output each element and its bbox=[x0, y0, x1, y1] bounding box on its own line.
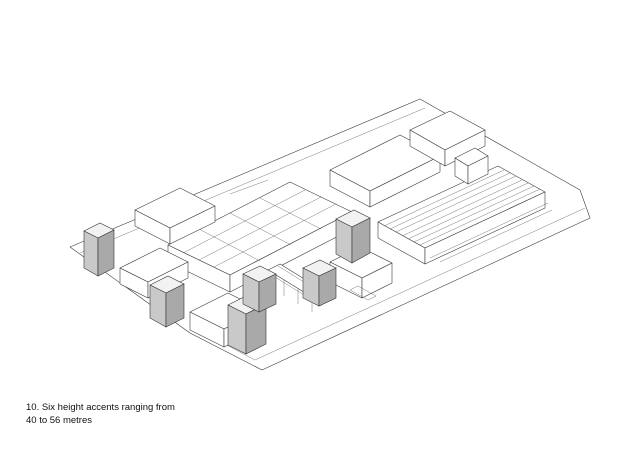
building-cluster-north bbox=[329, 110, 489, 208]
figure-caption: 10. Six height accents ranging from 40 t… bbox=[26, 401, 175, 427]
tower-4 bbox=[242, 265, 277, 313]
tower-6 bbox=[335, 209, 371, 264]
building-cluster-west bbox=[119, 187, 216, 299]
caption-line-1: 10. Six height accents ranging from bbox=[26, 402, 175, 413]
tower-5 bbox=[302, 259, 337, 307]
tower-1 bbox=[83, 222, 115, 277]
caption-line-2: 40 to 56 metres bbox=[26, 415, 93, 426]
road-edge bbox=[229, 179, 269, 195]
tower-2 bbox=[149, 275, 185, 328]
road-edge bbox=[79, 107, 426, 254]
railway-hall bbox=[377, 165, 553, 265]
